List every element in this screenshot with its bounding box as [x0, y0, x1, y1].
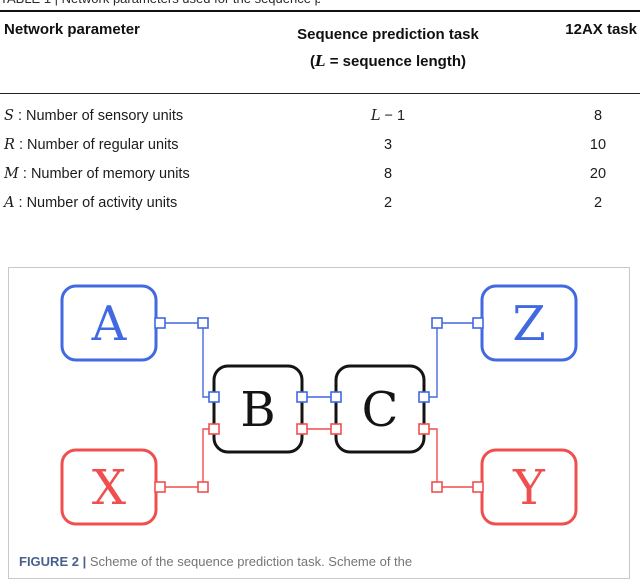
table-row: R : Number of regular units 3 10	[0, 130, 640, 159]
port-x-right	[154, 481, 166, 493]
param-activity-units: A : Number of activity units	[0, 195, 266, 211]
figure-frame: A Z B C X Y FIGURE 2 | Scheme of the seq…	[8, 267, 630, 579]
var-A: A	[4, 194, 15, 211]
cropped-table-caption: TABLE 1 | Network parameters used for th…	[0, 0, 320, 6]
node-b-label: B	[240, 382, 275, 438]
var-R: R	[4, 136, 15, 153]
figure-caption-prefix: FIGURE 2 |	[19, 554, 87, 569]
ax-value: 10	[589, 136, 607, 153]
var-S: S	[4, 107, 14, 124]
port-corner-x	[197, 481, 209, 493]
port-c-right-lower	[418, 423, 430, 435]
seq-value-text: 3	[383, 136, 393, 153]
port-b-right-upper	[296, 391, 308, 403]
port-corner-a	[197, 317, 209, 329]
param-label: : Number of activity units	[14, 194, 178, 211]
header-12ax-task: 12AX task	[565, 21, 637, 38]
node-z-label: Z	[512, 296, 545, 352]
seq-value-text: − 1	[380, 107, 406, 124]
wire-z-to-c	[429, 322, 473, 398]
port-b-left-lower	[208, 423, 220, 435]
figure-caption-text: Scheme of the sequence prediction task. …	[86, 554, 413, 569]
table-row: M : Number of memory units 8 20	[0, 159, 640, 188]
table-row: A : Number of activity units 2 2	[0, 188, 640, 217]
header-seq-line1: Sequence prediction task	[297, 26, 479, 43]
seq-value: 8	[266, 166, 510, 182]
seq-value: 3	[266, 137, 510, 153]
node-b-box	[212, 364, 304, 454]
node-c-box	[334, 364, 426, 454]
ax-value: 20	[589, 165, 607, 182]
node-c-label: C	[362, 382, 399, 438]
port-z-left	[472, 317, 484, 329]
table-row: S : Number of sensory units L − 1 8	[0, 101, 640, 130]
table-body: S : Number of sensory units L − 1 8 R : …	[0, 101, 640, 217]
param-regular-units: R : Number of regular units	[0, 137, 266, 153]
wire-a-to-b	[165, 322, 209, 398]
param-label: : Number of regular units	[14, 136, 179, 153]
ax-value: 2	[593, 194, 603, 211]
port-b-right-lower	[296, 423, 308, 435]
param-sensory-units: S : Number of sensory units	[0, 108, 266, 124]
seq-value: L − 1	[266, 108, 510, 124]
table-top-rule	[0, 10, 640, 12]
header-seq-line2: (L = sequence length)	[266, 48, 510, 75]
table-header-row: Network parameter Sequence prediction ta…	[0, 21, 640, 75]
param-label: : Number of sensory units	[13, 107, 184, 124]
wire-y-to-c	[429, 428, 473, 488]
node-a-label: A	[91, 296, 128, 352]
header-sequence-prediction-task: Sequence prediction task (L = sequence l…	[266, 21, 510, 75]
param-label: : Number of memory units	[18, 165, 190, 182]
port-c-left-lower	[330, 423, 342, 435]
header-network-parameter: Network parameter	[4, 21, 140, 38]
node-x-label: X	[92, 460, 126, 516]
figure-caption: FIGURE 2 | Scheme of the sequence predic…	[19, 554, 623, 569]
seq-value: 2	[266, 195, 510, 211]
port-corner-y	[431, 481, 443, 493]
header-seq-line2-rest: = sequence length)	[325, 53, 466, 70]
table-header-rule	[0, 93, 640, 94]
port-c-right-upper	[418, 391, 430, 403]
port-y-left	[472, 481, 484, 493]
ax-value: 8	[593, 107, 603, 124]
var-L: L	[370, 107, 381, 124]
seq-value-text: 2	[383, 194, 393, 211]
port-b-left-upper	[208, 391, 220, 403]
port-c-left-upper	[330, 391, 342, 403]
node-y-label: Y	[512, 460, 546, 516]
cropped-table-caption-text: TABLE 1 | Network parameters used for th…	[0, 0, 320, 6]
var-M: M	[4, 165, 19, 182]
port-corner-z	[431, 317, 443, 329]
wire-x-to-b	[165, 428, 209, 488]
figure-diagram: A Z B C X Y	[60, 284, 578, 526]
param-memory-units: M : Number of memory units	[0, 166, 266, 182]
var-L: L	[315, 52, 326, 70]
seq-value-text: 8	[383, 165, 393, 182]
paren-open: (	[310, 53, 315, 70]
port-a-right	[154, 317, 166, 329]
